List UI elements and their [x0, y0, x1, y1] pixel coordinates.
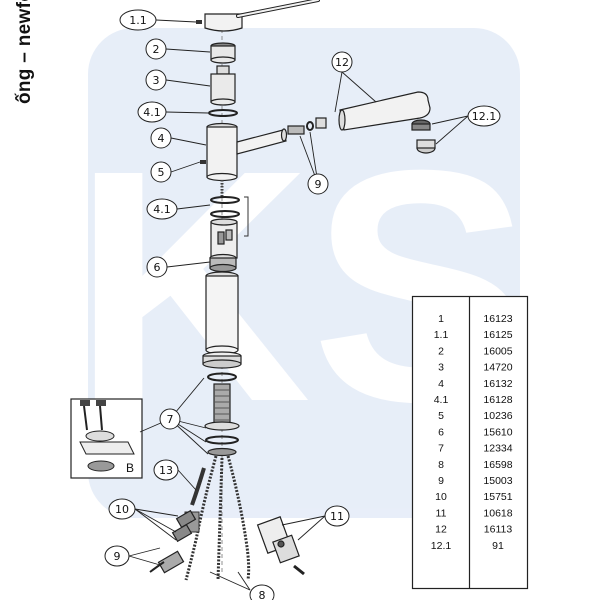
callout-11: 11	[324, 505, 350, 527]
table-cell-code: 91	[492, 540, 504, 552]
part-4-1-oring-lower	[210, 196, 249, 237]
callout-9: 9	[307, 173, 329, 195]
callout-12-1: 12.1	[467, 105, 501, 127]
table-cell-part: 3	[438, 362, 444, 374]
callout-4-1: 4.1	[137, 101, 167, 123]
callout-label: 4.1	[153, 203, 171, 216]
table-cell-code: 16132	[483, 378, 512, 390]
part-9-lower-fitting	[149, 550, 185, 574]
table-cell-part: 12	[435, 524, 447, 536]
table-cell-code: 15751	[483, 491, 512, 503]
table-cell-code: 16128	[483, 394, 512, 406]
table-cell-part: 2	[438, 345, 444, 357]
callout-label: 1.1	[129, 14, 147, 27]
part-4-body	[206, 122, 288, 198]
part-4-1-oring-upper	[208, 109, 238, 117]
part-12-spray-head	[287, 91, 431, 135]
callout-1-1: 1.1	[119, 9, 157, 31]
callout-8: 8	[249, 584, 275, 600]
callout-label: 3	[153, 74, 160, 87]
callout-label: 7	[167, 413, 174, 426]
callout-label: 6	[154, 261, 161, 274]
callout-label: 13	[159, 464, 173, 477]
callout-label: 4	[158, 132, 165, 145]
part-diverter	[210, 218, 238, 259]
part-1-handle	[204, 0, 320, 32]
callout-label: 12.1	[472, 110, 497, 123]
table-cell-part: 7	[438, 443, 444, 455]
table-cell-code: 15610	[483, 426, 512, 438]
callout-label: 11	[330, 510, 344, 523]
callout-label: 4.1	[143, 106, 161, 119]
table-cell-code: 10618	[483, 507, 512, 519]
table-cell-part: 10	[435, 491, 447, 503]
callout-9: 9	[104, 545, 130, 567]
callout-label: 8	[259, 589, 266, 600]
part-11-valve	[256, 516, 305, 576]
callout-label: 10	[115, 503, 129, 516]
callout-6: 6	[146, 256, 168, 278]
callout-10: 10	[108, 498, 136, 520]
table-cell-code: 14720	[483, 362, 512, 374]
part-2-cap	[210, 42, 236, 64]
table-cell-part: 9	[438, 475, 444, 487]
callout-4: 4	[150, 127, 172, 149]
part-3-cartridge	[210, 65, 236, 106]
table-cell-part: 6	[438, 426, 444, 438]
callout-5: 5	[150, 161, 172, 183]
table-cell-code: 16125	[483, 329, 512, 341]
callout-12: 12	[331, 51, 353, 73]
callout-4-1: 4.1	[146, 198, 178, 220]
callout-label: 5	[158, 166, 165, 179]
callout-7: 7	[159, 408, 181, 430]
table-cell-part: 11	[436, 507, 447, 519]
table-cell-code: 12334	[483, 443, 512, 455]
parts-table-rows: 1 16123 1.1 16125 2 16005 3 14720 4 16132 4.1 16128…	[431, 313, 513, 552]
table-cell-part: 1	[438, 313, 444, 325]
table-cell-code: 15003	[483, 475, 512, 487]
callout-label: 12	[335, 56, 349, 69]
callout-label: 9	[315, 178, 322, 191]
part-6-nut	[209, 253, 237, 273]
part-10-fittings	[171, 509, 197, 543]
table-cell-code: 16005	[483, 345, 512, 357]
callout-13: 13	[153, 459, 179, 481]
table-cell-code: 16113	[484, 524, 513, 536]
callout-label: 2	[153, 43, 160, 56]
inset-label: B	[126, 461, 134, 475]
part-5-screw	[200, 160, 206, 164]
table-cell-part: 4.1	[434, 394, 449, 406]
callout-3: 3	[145, 69, 167, 91]
part-shank	[205, 271, 239, 355]
part-7-mounting	[202, 351, 242, 457]
table-cell-part: 1.1	[434, 329, 449, 341]
table-cell-part: 5	[438, 410, 444, 422]
table-cell-code: 10236	[483, 410, 512, 422]
table-cell-part: 8	[438, 459, 444, 471]
table-cell-part: 12.1	[431, 540, 452, 552]
table-cell-part: 4	[438, 378, 444, 390]
inset-b: B	[70, 398, 143, 479]
part-1-1-screw	[196, 20, 202, 24]
table-cell-code: 16598	[483, 459, 512, 471]
callout-2: 2	[145, 38, 167, 60]
part-12-1-aerator	[411, 119, 436, 154]
table-cell-code: 16123	[483, 313, 512, 325]
callout-label: 9	[114, 550, 121, 563]
parts-table: 1 16123 1.1 16125 2 16005 3 14720 4 16132 4.1 16128…	[411, 295, 529, 590]
